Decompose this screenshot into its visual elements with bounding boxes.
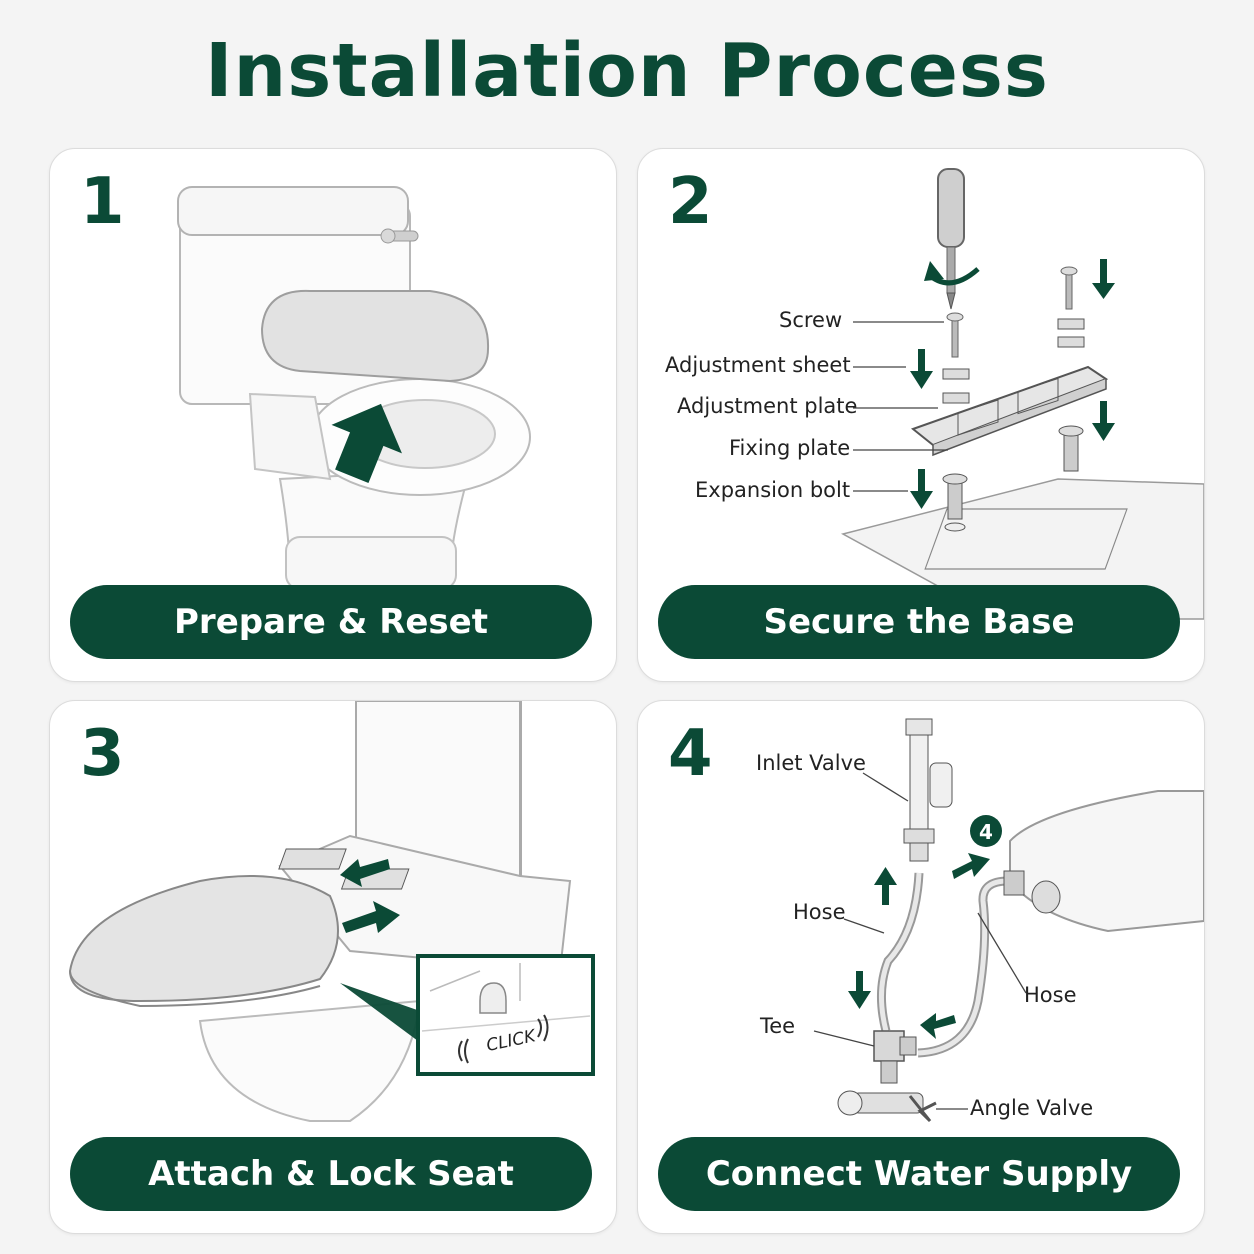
- page-title: Installation Process: [205, 28, 1049, 114]
- step-3-card: CLICK 3 Attach & Lock Seat: [49, 700, 617, 1234]
- screwdriver-icon: [937, 168, 965, 248]
- step-number: 1: [80, 165, 125, 239]
- step-1-banner: Prepare & Reset: [70, 585, 592, 659]
- step-number: 3: [80, 717, 125, 791]
- label-adjustment-plate: Adjustment plate: [677, 394, 858, 418]
- label-hose: Hose: [1024, 983, 1077, 1007]
- seat-attach-illustration: CLICK: [68, 701, 595, 1122]
- step-3-banner: Attach & Lock Seat: [70, 1137, 592, 1211]
- step-number: 2: [668, 165, 713, 239]
- label-fixing-plate: Fixing plate: [729, 436, 851, 460]
- toilet-illustration: [177, 186, 531, 590]
- step-number: 4: [668, 717, 713, 791]
- step-2-card: 2 Screw Adjustment sheet Adjustment plat…: [637, 148, 1205, 682]
- step-2-banner: Secure the Base: [658, 585, 1180, 659]
- water-supply-diagram: 4: [813, 718, 1204, 1123]
- label-expansion-bolt: Expansion bolt: [695, 478, 851, 502]
- label-tee: Tee: [760, 1014, 796, 1038]
- label-inlet-valve: Inlet Valve: [756, 751, 866, 775]
- base-mounting-diagram: [840, 168, 1204, 620]
- step-badge: 4: [979, 820, 993, 844]
- label-angle-valve: Angle Valve: [970, 1096, 1094, 1120]
- step-1-card: 1 Prepare & Reset: [49, 148, 617, 682]
- label-hose: Hose: [793, 900, 846, 924]
- step-4-banner: Connect Water Supply: [658, 1137, 1180, 1211]
- label-adjustment-sheet: Adjustment sheet: [665, 353, 851, 377]
- step-4-card: 4 4 Inlet Valve Hose Hose Tee Angle Valv…: [637, 700, 1205, 1234]
- label-screw: Screw: [779, 308, 843, 332]
